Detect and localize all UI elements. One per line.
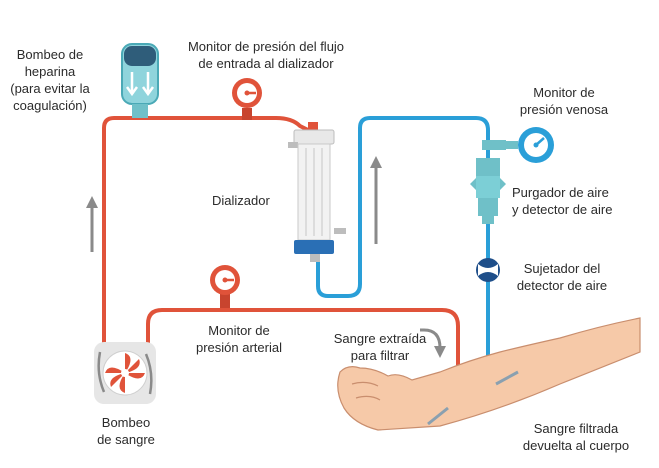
arm-icon (337, 317, 641, 431)
inflow-gauge-icon (232, 78, 262, 120)
dialyzer-label: Dializador (212, 193, 270, 208)
arterial-gauge-icon (210, 265, 240, 308)
pump-rotor-icon (94, 342, 156, 404)
heparin-syringe-icon (121, 43, 159, 118)
arterial-tubing (102, 116, 460, 418)
flow-arrow-icon (86, 156, 446, 358)
venous-gauge-icon (482, 127, 554, 163)
dialyzer-cartridge-icon (288, 122, 346, 262)
air-trap-icon (470, 158, 506, 224)
clamp-icon (476, 258, 500, 282)
